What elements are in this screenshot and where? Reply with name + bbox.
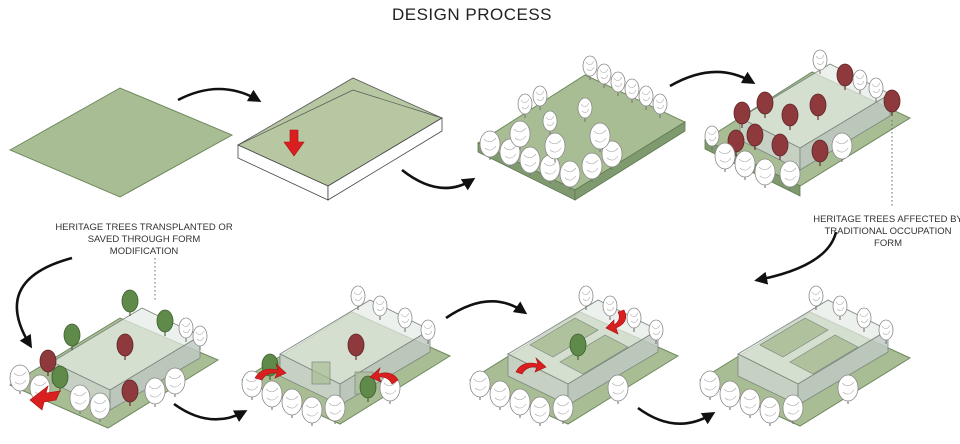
rotate-arrow-icon: [605, 309, 627, 335]
flow-arrow-3-4: [669, 70, 756, 88]
flow-arrow-to-5: [15, 256, 73, 349]
step-1-ground-plane: [8, 87, 234, 198]
rotate-arrow-icon: [254, 363, 287, 381]
rotate-arrow-icon: [369, 367, 399, 385]
step-3-existing-trees: [476, 55, 687, 201]
step-6-form-modification: [240, 285, 452, 427]
note-saved: HERITAGE TREES TRANSPLANTED OR SAVED THR…: [55, 222, 233, 257]
svg-text:SAVED THROUGH FORM: SAVED THROUGH FORM: [88, 234, 201, 245]
svg-text:TRADITIONAL OCCUPATION: TRADITIONAL OCCUPATION: [824, 226, 951, 237]
step-4-traditional-form: [703, 49, 912, 197]
step-5-saved-trees: [8, 289, 220, 429]
rotate-arrow-icon: [515, 357, 547, 375]
flow-arrow-6-7: [445, 300, 528, 320]
flow-arrow-7-8: [637, 406, 716, 425]
svg-text:HERITAGE TREES AFFECTED BY: HERITAGE TREES AFFECTED BY: [813, 214, 960, 225]
flow-arrow-4-8: [754, 231, 838, 285]
ground-plane: [8, 87, 234, 198]
transplant-arrow-icon: [29, 385, 61, 411]
step-2-excavation: [237, 77, 443, 201]
note-affected: HERITAGE TREES AFFECTED BY TRADITIONAL O…: [813, 214, 960, 249]
svg-text:FORM: FORM: [874, 238, 902, 249]
flow-arrow-1-2: [177, 87, 262, 102]
svg-text:HERITAGE TREES TRANSPLANTED OR: HERITAGE TREES TRANSPLANTED OR: [55, 222, 233, 233]
step-7-courtyards: [468, 285, 680, 427]
down-arrow-icon: [283, 129, 305, 157]
flow-arrow-2-3: [401, 168, 476, 191]
step-8-final-form: [698, 285, 912, 427]
svg-text:MODIFICATION: MODIFICATION: [110, 246, 179, 257]
page-title: DESIGN PROCESS: [392, 5, 552, 24]
flow-arrow-5-6: [173, 402, 248, 422]
